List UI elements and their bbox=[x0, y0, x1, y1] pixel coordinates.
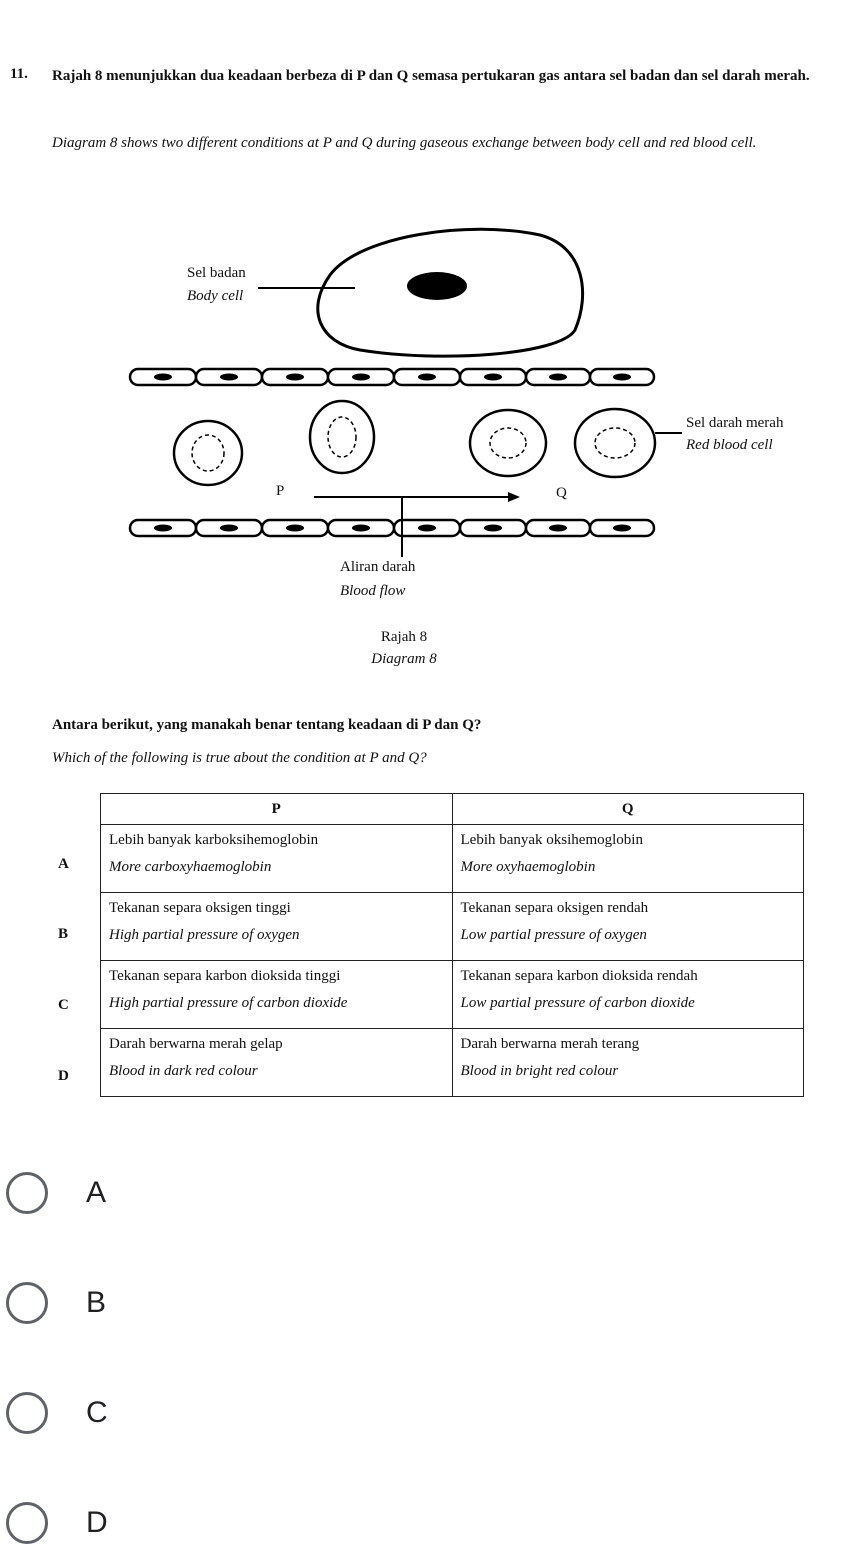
cell-text-ms: Tekanan separa karbon dioksida rendah bbox=[460, 968, 698, 984]
choice-b-label: B bbox=[86, 1286, 107, 1319]
label-blood-flow-ms: Aliran darah bbox=[340, 559, 416, 575]
row-label-d: D bbox=[58, 1068, 69, 1084]
label-body-cell-en: Body cell bbox=[187, 288, 244, 304]
table-header-row: P Q bbox=[100, 793, 804, 825]
red-blood-cell-1 bbox=[172, 419, 244, 487]
question-number: 11. bbox=[10, 66, 28, 82]
table-header-q: Q bbox=[451, 793, 804, 825]
cell-text-en: Low partial pressure of oxygen bbox=[460, 927, 647, 943]
upper-capillary-wall bbox=[128, 367, 656, 387]
cell-text-en: High partial pressure of carbon dioxide bbox=[109, 995, 348, 1011]
red-blood-cell-4 bbox=[573, 407, 657, 479]
label-rbc-en: Red blood cell bbox=[686, 437, 773, 453]
choice-d-label: D bbox=[86, 1506, 108, 1539]
label-rbc-ms: Sel darah merah bbox=[686, 415, 784, 431]
cell-text-en: Low partial pressure of carbon dioxide bbox=[460, 995, 695, 1011]
diagram-caption-ms: Rajah 8 bbox=[380, 629, 428, 645]
radio-button-a[interactable] bbox=[6, 1172, 48, 1214]
label-p: P bbox=[276, 483, 285, 499]
diagram-graphic bbox=[128, 227, 682, 557]
cell-text-en: Blood in bright red colour bbox=[460, 1063, 619, 1079]
cell-text-ms: Darah berwarna merah terang bbox=[460, 1036, 640, 1052]
cell-text-ms: Darah berwarna merah gelap bbox=[109, 1036, 283, 1052]
choice-d[interactable]: D bbox=[0, 1493, 400, 1553]
question-intro-en: Diagram 8 shows two different conditions… bbox=[52, 135, 757, 151]
choice-a[interactable]: A bbox=[0, 1163, 400, 1223]
choice-b[interactable]: B bbox=[0, 1273, 400, 1333]
choice-c[interactable]: C bbox=[0, 1383, 400, 1443]
radio-button-c[interactable] bbox=[6, 1392, 48, 1434]
radio-button-d[interactable] bbox=[6, 1502, 48, 1544]
cell-text-ms: Tekanan separa oksigen tinggi bbox=[109, 900, 291, 916]
label-blood-flow-en: Blood flow bbox=[340, 583, 406, 599]
cell-text-en: High partial pressure of oxygen bbox=[109, 927, 300, 943]
row-label-a: A bbox=[58, 856, 69, 872]
cell-text-ms: Tekanan separa oksigen rendah bbox=[460, 900, 649, 916]
cell-text-en: More oxyhaemoglobin bbox=[460, 859, 596, 875]
choice-c-label: C bbox=[86, 1396, 108, 1429]
cell-text-ms: Lebih banyak oksihemoglobin bbox=[460, 832, 643, 848]
row-label-b: B bbox=[58, 926, 69, 942]
label-q: Q bbox=[556, 485, 567, 501]
flow-arrowhead bbox=[508, 492, 520, 502]
choice-a-label: A bbox=[86, 1176, 107, 1209]
red-blood-cell-3 bbox=[468, 408, 548, 478]
cell-text-en: Blood in dark red colour bbox=[109, 1063, 258, 1079]
prompt-en: Which of the following is true about the… bbox=[52, 750, 427, 766]
row-label-c: C bbox=[58, 997, 69, 1013]
label-body-cell-ms: Sel badan bbox=[187, 265, 246, 281]
red-blood-cell-2 bbox=[308, 399, 376, 475]
cell-text-en: More carboxyhaemoglobin bbox=[109, 859, 272, 875]
body-cell-nucleus bbox=[407, 272, 467, 300]
diagram-8: Sel badan Body cell Sel darah merah Red … bbox=[0, 215, 844, 685]
question-intro-ms: Rajah 8 menunjukkan dua keadaan berbeza … bbox=[52, 68, 810, 84]
table-header-p: P bbox=[100, 793, 453, 825]
radio-button-b[interactable] bbox=[6, 1282, 48, 1324]
cell-text-ms: Tekanan separa karbon dioksida tinggi bbox=[109, 968, 341, 984]
cell-text-ms: Lebih banyak karboksihemoglobin bbox=[109, 832, 319, 848]
prompt-ms: Antara berikut, yang manakah benar tenta… bbox=[52, 717, 482, 733]
diagram-caption-en: Diagram 8 bbox=[371, 651, 437, 667]
lower-capillary-wall bbox=[128, 518, 656, 538]
